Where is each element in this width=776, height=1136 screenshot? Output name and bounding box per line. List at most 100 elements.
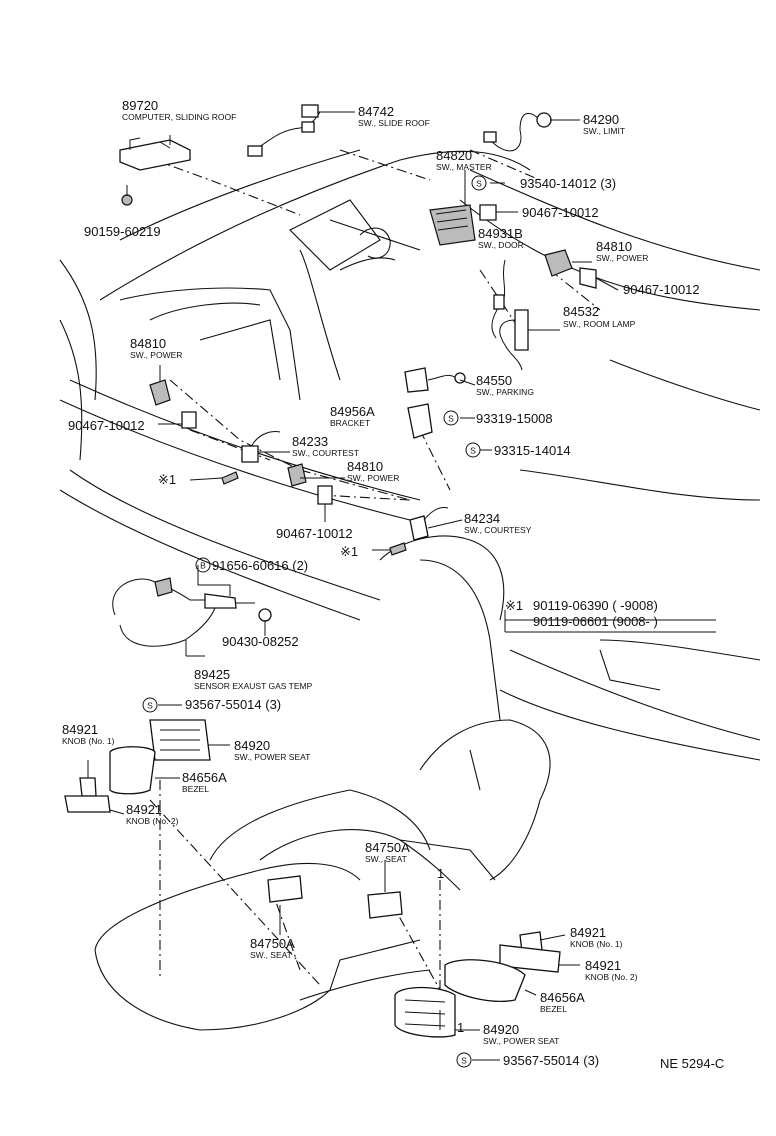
part-number: 84920 [483, 1022, 519, 1037]
bezel-b-drawing [444, 959, 526, 1002]
part-description: BEZEL [540, 1004, 567, 1014]
power-switch-a-drawing [544, 249, 597, 289]
b-symbol: B [200, 561, 206, 571]
part-number: 93540-14012 (3) [520, 176, 616, 191]
part-number: 93315-14014 [494, 443, 571, 458]
part-description: SW., LIMIT [583, 126, 625, 136]
knob-b2-drawing [499, 944, 561, 973]
part-number: 84532 [563, 304, 599, 319]
part-number: 90467-10012 [522, 205, 599, 220]
part-description: SW., POWER SEAT [483, 1036, 559, 1046]
s-symbol: S [448, 414, 454, 424]
index-one: 1 [437, 866, 444, 881]
part-description: SW., POWER [347, 473, 399, 483]
part-number: 84656A [540, 990, 585, 1005]
part-number: 84750A [365, 840, 410, 855]
part-description: COMPUTER, SLIDING ROOF [122, 112, 236, 122]
parking-switch-drawing [404, 367, 466, 393]
part-description: KNOB (No. 1) [62, 736, 115, 746]
s-symbol: S [476, 179, 482, 189]
master-switch-drawing [429, 204, 476, 246]
part-number: 84742 [358, 104, 394, 119]
screw-90159-drawing [121, 185, 133, 206]
courtesy-switch-drawing [409, 507, 449, 541]
s-symbol: S [147, 701, 153, 711]
part-number: 90119-06601 (9008- ) [533, 614, 658, 629]
part-number: 84921 [126, 802, 162, 817]
index-one: 1 [457, 1020, 464, 1035]
part-number: 89425 [194, 667, 230, 682]
seat-switch-a-drawing [267, 875, 303, 903]
part-description: SW., PARKING [476, 387, 534, 397]
part-number: 84233 [292, 434, 328, 449]
limit-switch-drawing [483, 112, 552, 152]
part-number: 84956A [330, 404, 375, 419]
part-description: SW., MASTER [436, 162, 492, 172]
part-description: SW., POWER SEAT [234, 752, 310, 762]
part-number: 90467-10012 [68, 418, 145, 433]
clip-90467-b-drawing [181, 411, 197, 429]
part-description: SW., SLIDE ROOF [358, 118, 430, 128]
part-number: 84810 [596, 239, 632, 254]
part-description: SW., COURTEST [292, 448, 359, 458]
part-description: SW., COURTESY [464, 525, 532, 535]
part-number: 84820 [436, 148, 472, 163]
part-description: KNOB (No. 2) [126, 816, 179, 826]
part-number: 89720 [122, 98, 158, 113]
part-number: ※1 [158, 472, 176, 487]
bracket-drawing [407, 403, 433, 439]
knob-a1-drawing [79, 777, 97, 797]
circled-symbols: S S S B S S 1 1 [142, 175, 487, 1068]
clip-90467-a-drawing [479, 204, 497, 221]
part-number: 84921 [62, 722, 98, 737]
s-symbol: S [461, 1056, 467, 1066]
part-description: KNOB (No. 2) [585, 972, 638, 982]
part-description: SW., POWER [130, 350, 182, 360]
power-switch-c-drawing [287, 463, 307, 487]
exhaust-gas-temp-sensor-drawing [112, 577, 272, 647]
part-number: 93567-55014 (3) [185, 697, 281, 712]
power-switch-b-drawing [149, 379, 171, 406]
part-description: SW., POWER [596, 253, 648, 263]
power-seat-switch-a-drawing [149, 719, 211, 761]
part-labels: 89720 COMPUTER, SLIDING ROOF 84742 SW., … [62, 98, 724, 1071]
knob-a2-drawing [64, 795, 111, 813]
slide-roof-switch-drawing [247, 104, 321, 157]
part-number: 84921 [570, 925, 606, 940]
figure-code: NE 5294-C [660, 1056, 724, 1071]
assembly-lines [149, 149, 601, 1010]
part-number: 90430-08252 [222, 634, 299, 649]
part-number: 84656A [182, 770, 227, 785]
part-description: SW., ROOM LAMP [563, 319, 636, 329]
power-seat-switch-b-drawing [394, 986, 456, 1038]
part-number: 84750A [250, 936, 295, 951]
part-number: 84234 [464, 511, 500, 526]
vehicle-body-outline [59, 149, 761, 761]
seat-outline [94, 719, 551, 1031]
bezel-a-drawing [109, 746, 156, 795]
part-number: ※1 [340, 544, 358, 559]
door-switch-drawing [491, 259, 506, 339]
room-lamp-switch-drawing [499, 309, 529, 371]
part-number: 90467-10012 [276, 526, 353, 541]
part-number: 90119-06390 ( -9008) [533, 598, 658, 613]
part-description: SW., SEAT [365, 854, 407, 864]
s-symbol: S [470, 446, 476, 456]
computer-sliding-roof-drawing [119, 137, 191, 171]
part-number: 90467-10012 [623, 282, 700, 297]
part-description: SW., SEAT [250, 950, 292, 960]
part-number: 84290 [583, 112, 619, 127]
part-number: 84810 [130, 336, 166, 351]
part-number: 90159-60219 [84, 224, 161, 239]
part-number: 93567-55014 (3) [503, 1053, 599, 1068]
part-description: SW., DOOR [478, 240, 524, 250]
clip-90467-c-drawing [317, 485, 333, 505]
part-number: ※1 [505, 598, 523, 613]
part-description: BEZEL [182, 784, 209, 794]
screw-x1-a-drawing [221, 471, 239, 485]
leader-lines [87, 111, 716, 1061]
part-number: 84920 [234, 738, 270, 753]
part-number: 91656-60616 (2) [212, 558, 308, 573]
courtest-switch-drawing [241, 431, 281, 463]
